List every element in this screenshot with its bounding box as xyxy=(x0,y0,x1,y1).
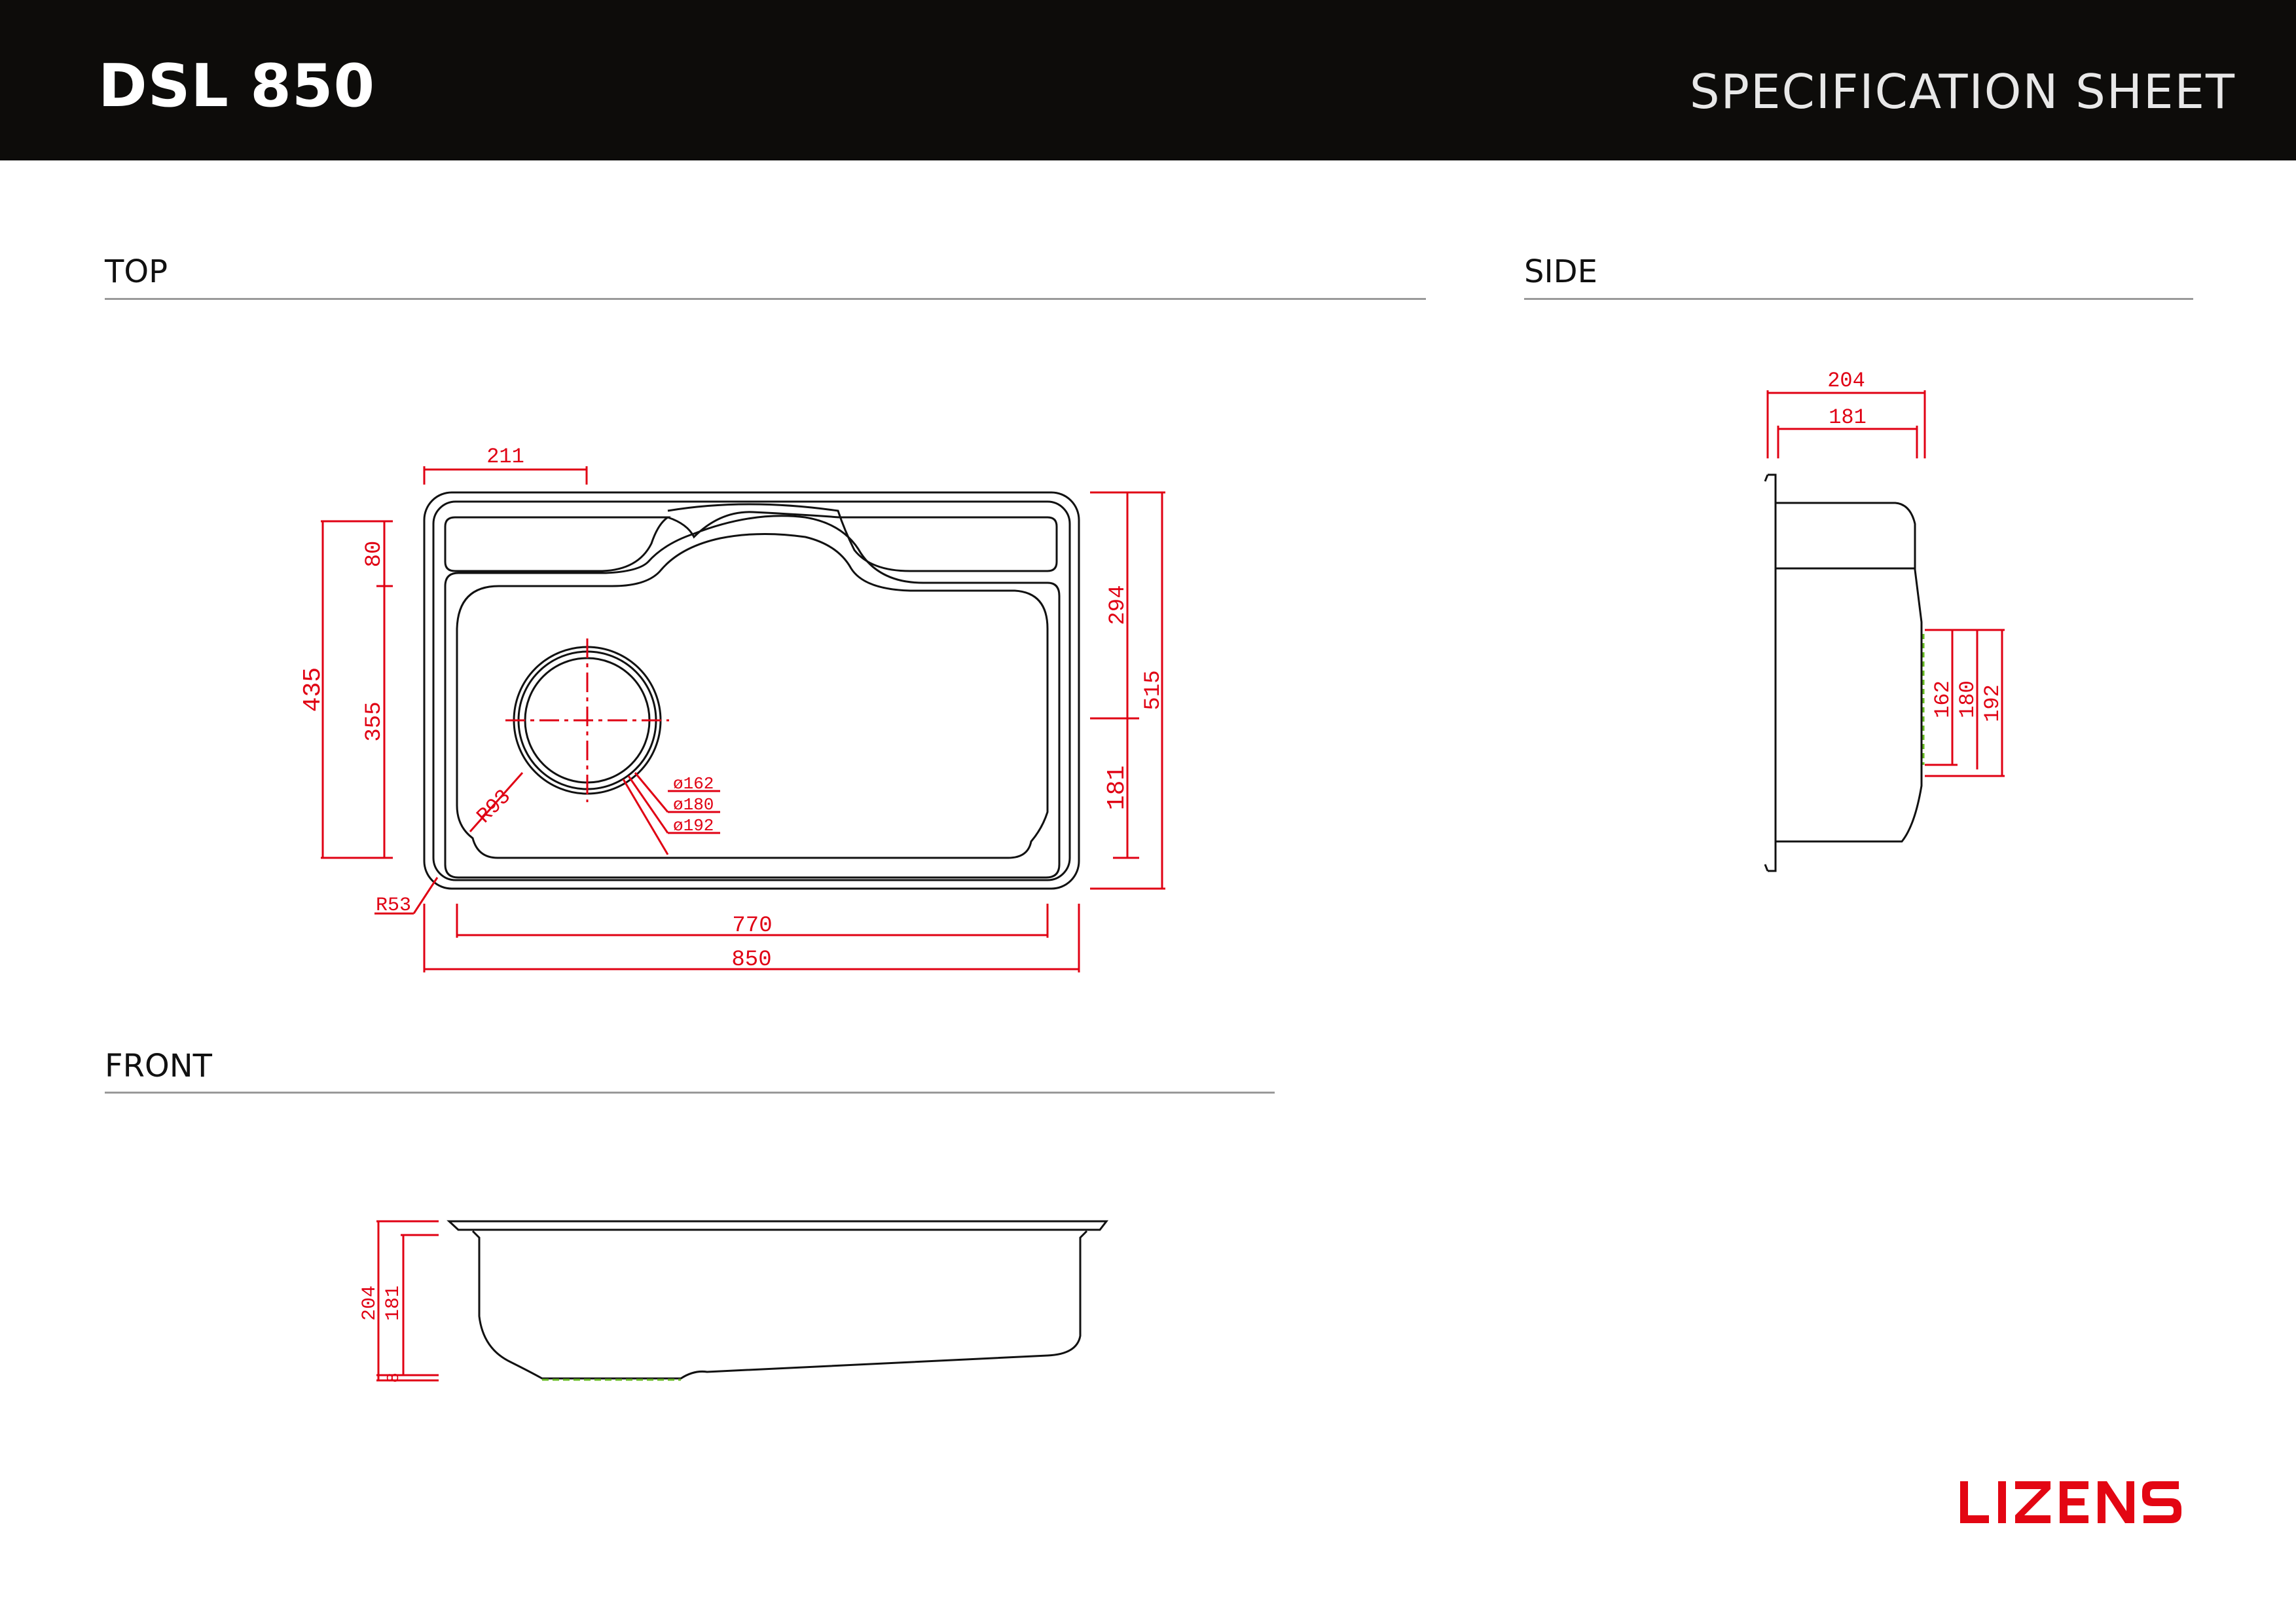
dim-r53-leader xyxy=(412,877,439,914)
section-divider-top xyxy=(105,298,1426,300)
section-divider-side xyxy=(1524,298,2193,300)
front-label-8: 8 xyxy=(384,1373,403,1383)
model-title: DSL 850 xyxy=(98,52,376,120)
back-ledge-arch xyxy=(667,511,840,539)
header-bar: DSL 850 SPECIFICATION SHEET xyxy=(0,0,2296,160)
section-title-front: FRONT xyxy=(105,1048,212,1084)
bowl-outer xyxy=(444,515,1061,879)
sink-inner-rim xyxy=(432,500,1071,881)
section-title-side: SIDE xyxy=(1524,253,1597,290)
dim-label-dia-192: ø192 xyxy=(673,816,714,836)
dim-dia-leader-1 xyxy=(634,772,669,813)
front-view-dimensions xyxy=(376,1220,439,1382)
side-label-180: 180 xyxy=(1956,680,1980,718)
side-label-204: 204 xyxy=(1827,369,1865,393)
dim-label-355: 355 xyxy=(362,701,387,741)
dim-dia-leader-3 xyxy=(622,779,669,855)
front-view-drawing xyxy=(446,1220,1109,1380)
dim-label-435: 435 xyxy=(299,667,327,712)
front-label-181: 181 xyxy=(382,1285,405,1321)
dim-label-850: 850 xyxy=(731,948,771,972)
front-label-204: 204 xyxy=(359,1285,381,1321)
section-title-top: TOP xyxy=(105,253,168,290)
dim-label-211: 211 xyxy=(486,445,524,469)
sink-outer-rim xyxy=(423,491,1080,890)
dim-label-515: 515 xyxy=(1141,670,1166,710)
top-view-dimensions xyxy=(321,466,1165,972)
dim-label-r53: R53 xyxy=(376,895,411,917)
side-view-labels: 204 181 162 180 192 xyxy=(1827,369,2005,722)
side-view-drawing xyxy=(1764,473,1923,872)
back-ledge-left xyxy=(444,516,671,572)
dim-label-dia-180: ø180 xyxy=(673,795,714,815)
dim-label-dia-162: ø162 xyxy=(673,774,714,794)
top-view-labels: 211 435 80 355 294 181 515 770 850 R53 R… xyxy=(299,445,1166,972)
front-view-labels: 204 181 8 xyxy=(359,1285,405,1383)
front-bowl-profile xyxy=(471,1230,1088,1380)
side-label-162: 162 xyxy=(1931,680,1955,718)
back-ledge-right xyxy=(667,503,1058,572)
side-label-181: 181 xyxy=(1829,405,1867,430)
bowl-inner xyxy=(456,532,1049,859)
side-flange-tips xyxy=(1764,474,1769,872)
side-bowl-profile xyxy=(1776,502,1923,843)
dim-label-181: 181 xyxy=(1103,766,1131,810)
dim-label-294: 294 xyxy=(1106,585,1131,625)
top-view-drawing xyxy=(423,491,1080,890)
dim-label-770: 770 xyxy=(732,913,772,938)
dim-label-80: 80 xyxy=(362,541,387,568)
side-label-192: 192 xyxy=(1980,684,2005,722)
lizens-logo xyxy=(1960,1481,2181,1523)
dim-dia-leader-2 xyxy=(627,775,669,834)
dim-r93-leader xyxy=(469,772,524,832)
section-divider-front xyxy=(105,1092,1275,1094)
sheet-type-label: SPECIFICATION SHEET xyxy=(1689,64,2236,119)
side-flange xyxy=(1768,473,1777,872)
side-view-dimensions xyxy=(1766,390,2005,777)
front-rim xyxy=(446,1220,1109,1231)
